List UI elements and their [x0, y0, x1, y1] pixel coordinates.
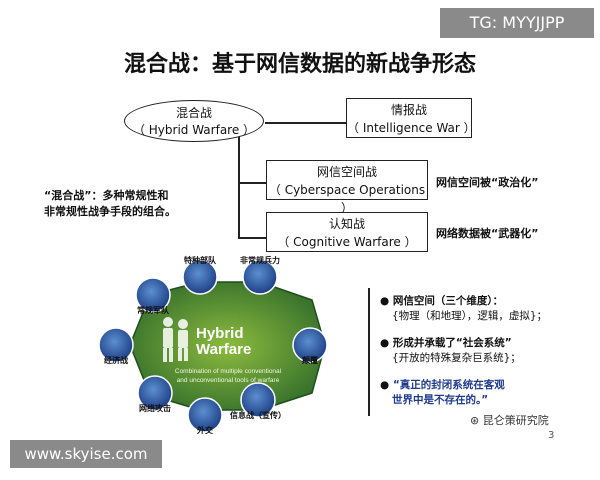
connector-h1 [265, 122, 347, 124]
cyberspace-en: （ Cyberspace Operations ） [268, 183, 426, 215]
watermark-bottom: www.skyise.com [10, 440, 162, 468]
intelligence-en: （ Intelligence War ） [347, 121, 476, 135]
connector-h2 [238, 182, 266, 184]
bullet-2-head: 形成并承载了“社会系统” [392, 337, 512, 349]
graphic-node-label: 信息战（宣传） [230, 410, 286, 420]
cyberspace-side-note: 网信空间被“政治化” [436, 176, 539, 189]
graphic-node [135, 277, 171, 313]
cognitive-warfare-box: 认知战 （ Cognitive Warfare ） [266, 212, 428, 252]
institute-logo: ⊛ 昆仑策研究院 [470, 412, 549, 428]
bullet-1-head: 网信空间（三个维度）： [392, 295, 504, 307]
graphic-node-label: 非常规兵力 [240, 255, 280, 265]
cognitive-en: （ Cognitive Warfare ） [277, 235, 417, 249]
bullet-2: ● 形成并承载了“社会系统” {开放的特殊复杂巨系统}； [380, 337, 521, 364]
bullet-3: ● “真正的封闭系统在客观 世界中是不存在的。” [380, 379, 505, 406]
bullet-3-head: “真正的封闭系统在客观 [392, 379, 505, 391]
graphic-node [240, 382, 276, 418]
hybrid-cn: 混合战 [175, 106, 212, 120]
graphic-node-label: 网络攻击 [139, 403, 171, 413]
bullet-1-sub: {物理（和地理），逻辑，虚拟}； [392, 310, 548, 322]
graphic-octagon [129, 281, 326, 411]
intelligence-war-box: 情报战 （ Intelligence War ） [346, 98, 476, 138]
graphic-node [242, 259, 278, 295]
graphic-title-2: Warfare [196, 341, 251, 358]
cognitive-side-note: 网络数据被“武器化” [436, 227, 539, 240]
graphic-node [98, 327, 134, 363]
graphic-title-1: Hybrid [196, 325, 244, 342]
connector-h3 [238, 237, 266, 239]
graphic-node-label: 颠覆 [301, 355, 319, 365]
graphic-node [137, 375, 173, 411]
graphic-node [292, 327, 328, 363]
hybrid-definition-note: “混合战”：多种常规性和 非常规性战争手段的组合。 [44, 188, 176, 220]
graphic-node-label: 经济战 [104, 355, 128, 365]
graphic-node-label: 特种部队 [184, 255, 217, 265]
note-line-1: “混合战”：多种常规性和 [44, 189, 169, 202]
note-line-2: 非常规性战争手段的组合。 [44, 205, 176, 218]
graphic-sub-2: and unconventional tools of warfare [177, 377, 280, 384]
connector-trunk [238, 132, 240, 238]
graphic-node-label: 常规军队 [137, 305, 170, 315]
bullet-1: ● 网信空间（三个维度）： {物理（和地理），逻辑，虚拟}； [380, 295, 548, 322]
logo-text: 昆仑策研究院 [482, 414, 549, 427]
bullet-3-sub: 世界中是不存在的。” [392, 394, 489, 406]
graphic-node-label: 外交 [197, 425, 213, 435]
hybrid-en: （ Hybrid Warfare ） [132, 123, 256, 137]
hybrid-warfare-ellipse: 混合战 （ Hybrid Warfare ） [124, 100, 264, 142]
soldier-icon [163, 317, 188, 362]
graphic-node [187, 397, 223, 433]
cognitive-cn: 认知战 [328, 217, 365, 231]
slide-title: 混合战：基于网信数据的新战争形态 [123, 52, 476, 77]
cyberspace-cn: 网信空间战 [316, 165, 377, 179]
wechat-icon: ⊛ [470, 414, 483, 427]
bullets-brace [368, 288, 380, 416]
intelligence-cn: 情报战 [390, 103, 427, 117]
cyberspace-operations-box: 网信空间战 （ Cyberspace Operations ） [266, 160, 428, 215]
watermark-top: TG: MYYJJPP [440, 8, 594, 38]
graphic-node [182, 259, 218, 295]
page-number: 3 [548, 430, 555, 441]
bullet-2-sub: {开放的特殊复杂巨系统}； [392, 352, 521, 364]
graphic-sub-1: Combination of multiple conventional [175, 368, 282, 375]
